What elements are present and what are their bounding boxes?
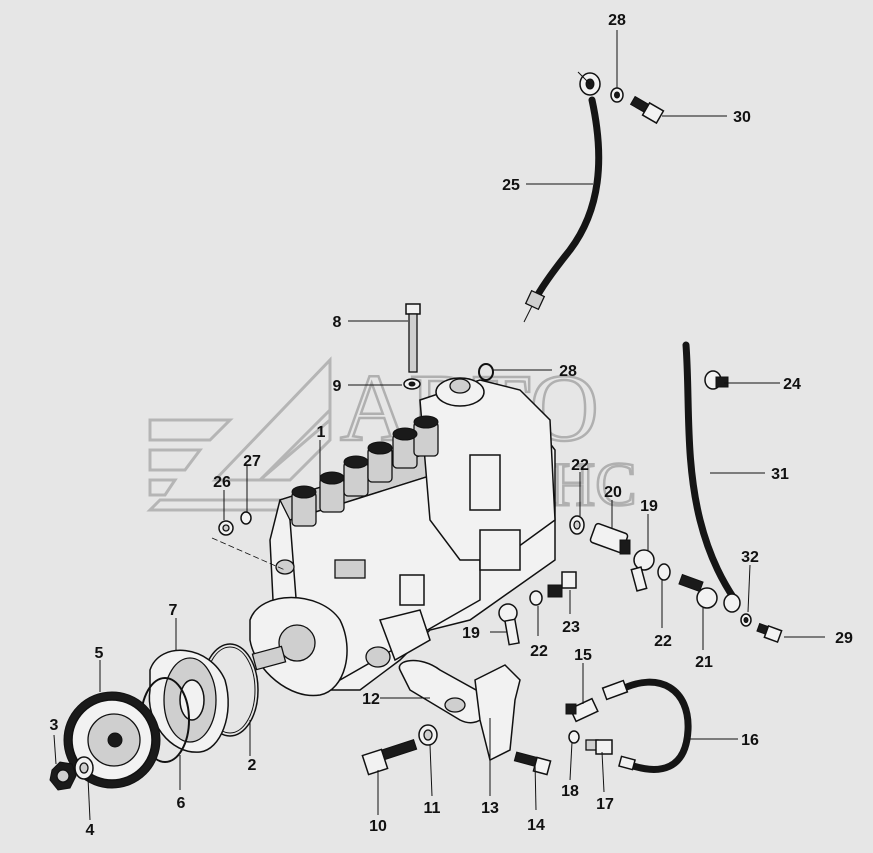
- callout-7: 7: [169, 602, 178, 619]
- clamp-24: [704, 370, 729, 390]
- callout-15: 15: [574, 647, 592, 664]
- callout-19-lower: 19: [462, 625, 480, 642]
- callout-2: 2: [248, 757, 257, 774]
- fitting-15: [565, 697, 599, 723]
- bolt-10: [361, 739, 418, 776]
- callout-5: 5: [95, 645, 104, 662]
- callout-22-right: 22: [654, 633, 672, 650]
- callout-labels: 28 30 25 8 9 28 24 1 22 31 27 26 20 19 3…: [50, 12, 853, 839]
- hose-25: [523, 96, 603, 323]
- fitting-end-31: [723, 593, 741, 613]
- callout-17: 17: [596, 796, 614, 813]
- drive-shaft: [251, 645, 287, 671]
- bracket-12: [398, 659, 489, 724]
- washer-22-lower: [529, 590, 543, 606]
- callout-11: 11: [424, 800, 441, 817]
- banjo-fitting-top: [577, 71, 601, 96]
- center-line: [211, 537, 286, 571]
- callout-10: 10: [369, 818, 387, 835]
- washer-32: [740, 613, 752, 627]
- callout-25: 25: [502, 177, 520, 194]
- injection-pump-1: [249, 377, 556, 697]
- callout-21: 21: [695, 654, 713, 671]
- callout-6: 6: [177, 795, 186, 812]
- callout-31: 31: [771, 466, 789, 483]
- washer-22-upper: [569, 515, 585, 535]
- washer-9: [403, 378, 421, 390]
- callout-18: 18: [561, 783, 579, 800]
- callout-30: 30: [733, 109, 751, 126]
- callout-20: 20: [604, 484, 622, 501]
- callout-1: 1: [317, 424, 326, 441]
- washer-28-top: [610, 87, 624, 103]
- callout-3: 3: [50, 717, 59, 734]
- bolt-30: [629, 95, 665, 125]
- washer-18: [568, 730, 580, 744]
- washer-4: [74, 756, 94, 780]
- valve-20: [589, 522, 631, 555]
- washer-26: [218, 520, 234, 536]
- callout-12: 12: [362, 691, 380, 708]
- callout-27: 27: [243, 453, 261, 470]
- callout-26: 26: [213, 474, 231, 491]
- fitting-17: [585, 739, 613, 755]
- washer-22-right: [657, 563, 671, 581]
- bolt-29: [756, 622, 783, 643]
- callout-28-top: 28: [608, 12, 626, 29]
- bolt-23: [547, 571, 577, 598]
- hub-7: [148, 649, 229, 753]
- banjo-19-right: [630, 549, 655, 592]
- callout-22-upper: 22: [571, 457, 589, 474]
- nut-3: [49, 761, 77, 791]
- callout-22-lower: 22: [530, 643, 548, 660]
- washer-28-mid: [478, 363, 494, 381]
- hose-31: [682, 341, 739, 604]
- callout-24: 24: [783, 376, 801, 393]
- callout-9: 9: [333, 378, 342, 395]
- callout-14: 14: [527, 817, 545, 834]
- bracket-13: [474, 664, 521, 762]
- callout-28-mid: 28: [559, 363, 577, 380]
- banjo-19-lower: [498, 603, 520, 646]
- callout-29: 29: [835, 630, 853, 647]
- callout-4: 4: [86, 822, 95, 839]
- callout-32: 32: [741, 549, 759, 566]
- washer-27: [240, 511, 252, 525]
- bolt-8: [405, 303, 421, 373]
- callout-8: 8: [333, 314, 342, 331]
- washer-11: [418, 724, 438, 746]
- leader-lines: [53, 30, 825, 821]
- bolt-21: [678, 573, 718, 609]
- hose-16: [601, 678, 692, 773]
- callout-13: 13: [481, 800, 499, 817]
- callout-19-right: 19: [640, 498, 658, 515]
- callout-23: 23: [562, 619, 580, 636]
- screw-14: [513, 751, 552, 776]
- callout-16: 16: [741, 732, 759, 749]
